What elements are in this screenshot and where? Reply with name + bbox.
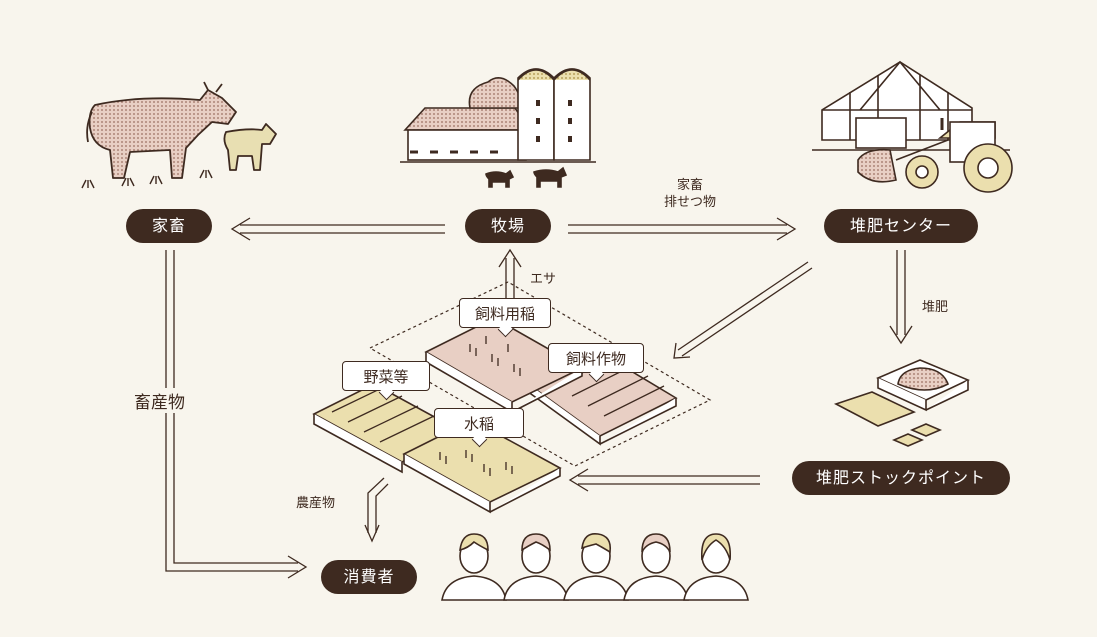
node-farm: 牧場 bbox=[465, 209, 551, 243]
label-manure-line1: 家畜 bbox=[676, 178, 703, 193]
arrow-center-to-fields bbox=[673, 261, 813, 359]
consumers-illustration bbox=[441, 532, 749, 601]
small-cow-2 bbox=[533, 166, 568, 188]
label-manure-line2: 排せつ物 bbox=[663, 195, 716, 210]
barn-wall bbox=[407, 129, 527, 161]
farm-illustration bbox=[400, 68, 596, 188]
label-farm-products: 農産物 bbox=[296, 496, 336, 511]
cow-calf bbox=[223, 123, 277, 171]
silo-1 bbox=[517, 68, 555, 161]
person-5 bbox=[683, 533, 749, 601]
arrow-fields-to-consumers bbox=[364, 477, 389, 543]
label-manure: 家畜 排せつ物 bbox=[645, 177, 735, 211]
field-vegetables bbox=[312, 383, 464, 474]
tag-vegetables: 野菜等 bbox=[342, 361, 430, 391]
tag-paddy-rice: 水稲 bbox=[434, 408, 524, 438]
tractor-bucket bbox=[857, 148, 897, 183]
person-1 bbox=[441, 533, 507, 601]
arrow-livestock-to-consumers bbox=[165, 250, 308, 579]
silo-2 bbox=[553, 68, 591, 161]
arrow-stock-to-fields bbox=[568, 468, 760, 492]
person-3 bbox=[563, 532, 629, 601]
person-2 bbox=[503, 533, 569, 601]
compost-pile bbox=[897, 367, 949, 391]
small-cow-1 bbox=[485, 169, 515, 188]
arrow-farm-to-compost-center bbox=[568, 217, 797, 241]
arrow-center-down bbox=[889, 250, 913, 345]
arrow-farm-to-livestock bbox=[230, 217, 445, 241]
node-compost-stock: 堆肥ストックポイント bbox=[792, 461, 1010, 495]
label-compost: 堆肥 bbox=[922, 300, 949, 315]
tag-feed-crops: 飼料作物 bbox=[548, 343, 644, 373]
grass-tufts bbox=[81, 169, 213, 189]
label-feed: エサ bbox=[530, 272, 557, 287]
livestock-illustration bbox=[81, 81, 277, 189]
node-compost-center: 堆肥センター bbox=[824, 209, 978, 243]
label-livestock-products: 畜産物 bbox=[130, 388, 189, 413]
node-consumers: 消費者 bbox=[321, 560, 417, 594]
tag-feed-rice: 飼料用稲 bbox=[459, 298, 551, 328]
compost-stock-illustration bbox=[833, 359, 970, 447]
arrow-fields-to-farm bbox=[498, 248, 522, 300]
cow-adult bbox=[88, 89, 237, 179]
barn-roof bbox=[403, 107, 532, 131]
flow-arrows bbox=[165, 217, 913, 579]
node-livestock: 家畜 bbox=[126, 209, 212, 243]
tree bbox=[468, 77, 522, 109]
person-4 bbox=[623, 533, 689, 601]
fields-illustration bbox=[312, 281, 712, 514]
compost-center-illustration bbox=[812, 60, 1013, 193]
